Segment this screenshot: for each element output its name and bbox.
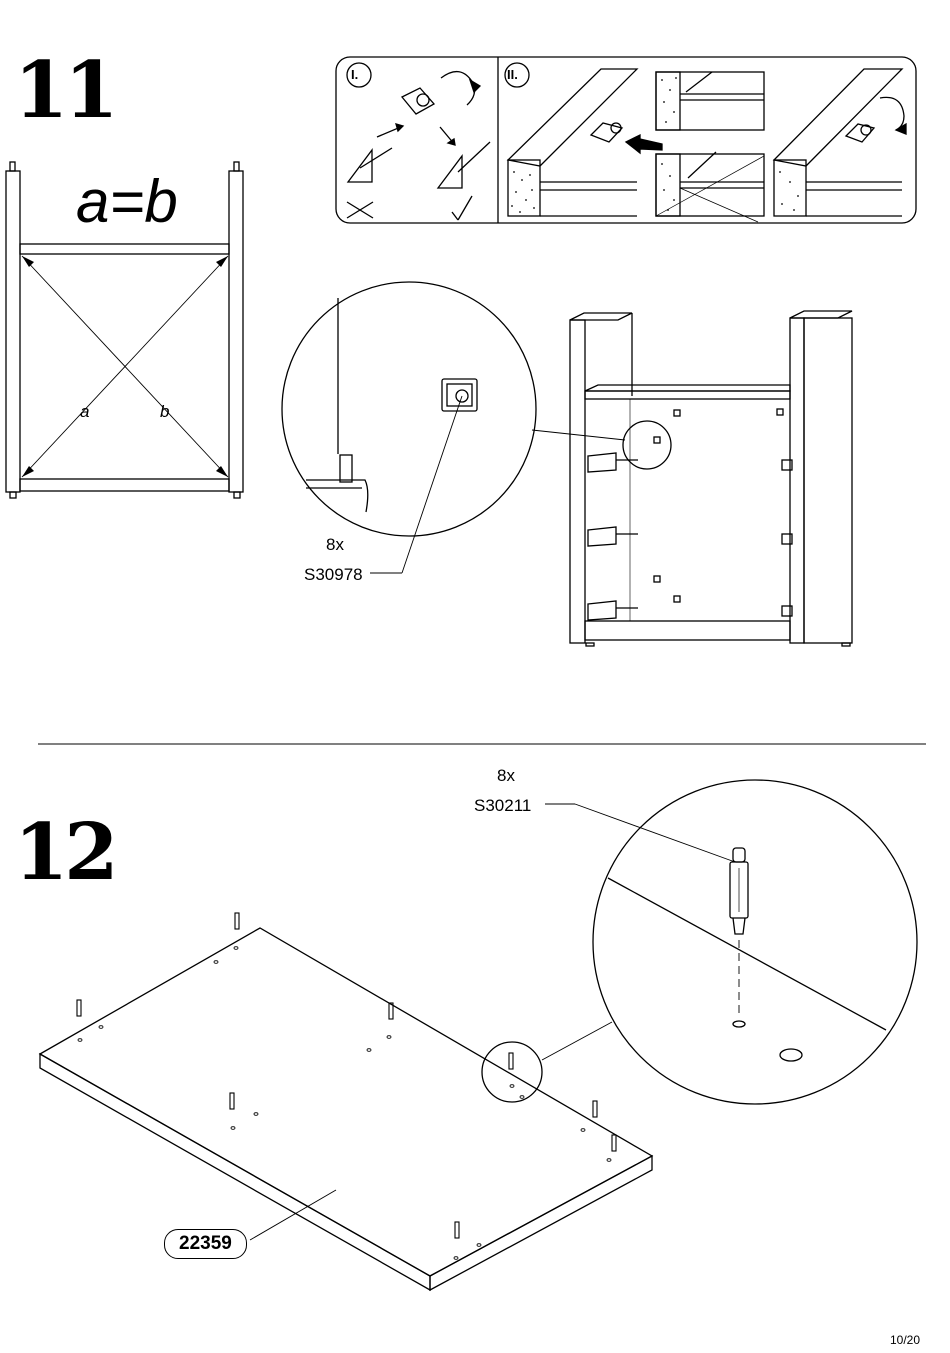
dowel-quantity: 8x — [497, 767, 515, 784]
page-number: 10/20 — [890, 1333, 920, 1347]
cabinet-with-cams — [570, 311, 852, 646]
panel-part-code: 22359 — [164, 1229, 247, 1259]
step-number-12: 12 — [14, 814, 115, 892]
panel-with-dowels — [40, 913, 652, 1290]
cam-part-code: S30978 — [304, 566, 363, 583]
diagonal-equation: a=b — [76, 172, 178, 232]
panel-label-2: II. — [507, 67, 518, 82]
step-number-11: 11 — [14, 52, 115, 130]
cam-quantity: 8x — [326, 536, 344, 553]
diagonal-label-b: b — [160, 402, 169, 422]
cam-detail-magnifier — [282, 282, 625, 573]
diagonal-label-a: a — [80, 402, 89, 422]
dowel-part-code: S30211 — [474, 797, 531, 814]
panel-label-1: I. — [351, 67, 358, 82]
cam-technique-panel — [336, 57, 916, 223]
dowel-detail-magnifier — [545, 780, 917, 1104]
